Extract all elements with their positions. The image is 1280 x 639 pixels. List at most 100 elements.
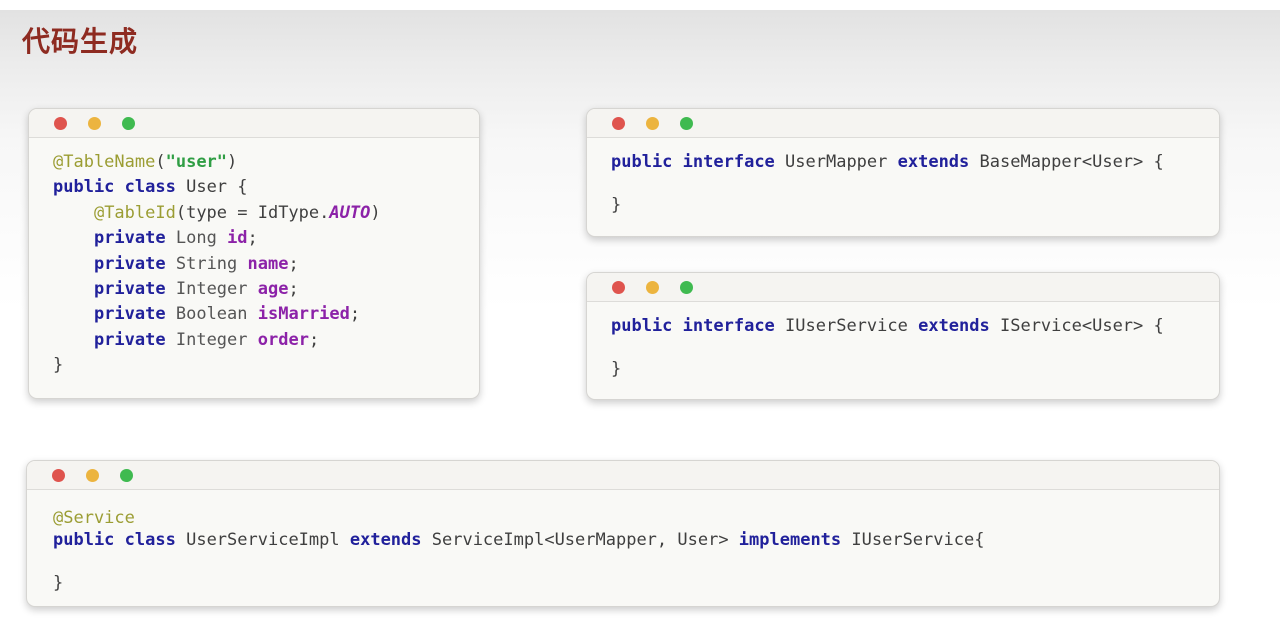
code-line: }: [53, 573, 1193, 595]
code-token: @TableId: [93, 202, 176, 223]
code-token: }: [611, 359, 622, 379]
code-token: public: [611, 152, 673, 172]
window-titlebar: [29, 109, 479, 138]
minimize-button[interactable]: [86, 468, 99, 482]
code-token: [166, 279, 176, 299]
code-line: [611, 174, 1195, 196]
code-token: ): [227, 152, 238, 172]
window-titlebar: [587, 109, 1219, 138]
window-titlebar: [587, 273, 1219, 302]
window-titlebar: [27, 461, 1219, 490]
code-token: private: [93, 304, 166, 325]
code-line: }: [611, 195, 1195, 217]
code-token: [114, 530, 124, 550]
code-line: [611, 338, 1195, 360]
code-token: (: [155, 152, 166, 172]
minimize-button[interactable]: [646, 280, 659, 294]
code-token: isMarried: [257, 304, 350, 325]
zoom-button[interactable]: [680, 280, 693, 294]
mapper-interface-window: public interface UserMapper extends Base…: [586, 108, 1220, 237]
close-button[interactable]: [52, 468, 65, 482]
code-token: ServiceImpl<UserMapper, User>: [421, 529, 739, 550]
code-token: ;: [349, 304, 361, 325]
zoom-button[interactable]: [120, 468, 133, 482]
code-line: @Service: [53, 508, 1193, 530]
code-token: [53, 254, 94, 274]
code-token: private: [93, 228, 166, 249]
code-token: [672, 152, 682, 172]
code-token: private: [93, 279, 166, 300]
code-token: class: [124, 529, 176, 550]
code-editor-entity: @TableName("user")public class User { @T…: [29, 138, 479, 391]
code-token: id: [227, 228, 248, 249]
code-token: class: [124, 177, 176, 198]
code-token: interface: [682, 152, 775, 172]
close-button[interactable]: [54, 116, 67, 130]
code-editor-service-interface: public interface IUserService extends IS…: [587, 302, 1219, 395]
code-token: UserMapper: [774, 152, 898, 172]
code-token: [237, 254, 247, 274]
code-token: Long: [175, 228, 217, 249]
code-token: Boolean: [175, 304, 248, 325]
service-interface-window: public interface IUserService extends IS…: [586, 272, 1220, 400]
code-token: @TableName: [53, 152, 156, 172]
code-token: [53, 304, 94, 324]
code-line: private String name;: [53, 252, 455, 277]
code-token: private: [93, 253, 166, 274]
close-button[interactable]: [612, 116, 625, 130]
code-line: public interface IUserService extends IS…: [611, 316, 1195, 338]
code-token: UserServiceImpl: [175, 529, 350, 550]
code-token: [166, 330, 176, 350]
code-token: }: [53, 572, 64, 593]
code-token: [53, 228, 94, 248]
code-token: [217, 228, 227, 248]
code-line: private Integer order;: [53, 328, 455, 353]
code-line: private Boolean isMarried;: [53, 302, 455, 327]
code-token: ;: [308, 329, 320, 350]
code-token: public: [53, 177, 115, 198]
code-line: public class User {: [53, 175, 455, 200]
code-token: extends: [349, 529, 422, 550]
code-token: IService<User> {: [989, 316, 1164, 336]
code-token: ;: [288, 253, 299, 274]
code-token: [53, 203, 94, 223]
code-token: [248, 304, 258, 324]
code-token: extends: [897, 152, 970, 172]
code-line: private Long id;: [53, 226, 455, 251]
code-editor-mapper: public interface UserMapper extends Base…: [587, 138, 1219, 231]
entity-class-window: @TableName("user")public class User { @T…: [28, 108, 480, 399]
page-title: 代码生成: [22, 26, 139, 57]
code-token: name: [247, 253, 289, 274]
minimize-button[interactable]: [88, 116, 101, 130]
code-token: Integer: [175, 279, 248, 300]
minimize-button[interactable]: [646, 116, 659, 130]
code-token: IUserService{: [841, 529, 985, 550]
code-line: public interface UserMapper extends Base…: [611, 152, 1195, 174]
code-token: ;: [288, 279, 299, 300]
close-button[interactable]: [612, 280, 625, 294]
code-line: }: [53, 353, 455, 378]
code-token: Integer: [175, 329, 248, 350]
code-token: String: [175, 253, 238, 274]
code-token: age: [257, 279, 289, 300]
code-token: implements: [738, 529, 842, 550]
zoom-button[interactable]: [680, 116, 693, 130]
code-token: [248, 330, 258, 350]
code-token: IUserService: [774, 316, 919, 336]
code-line: }: [611, 359, 1195, 381]
code-token: interface: [682, 316, 775, 336]
code-token: }: [611, 195, 622, 215]
zoom-button[interactable]: [122, 116, 135, 130]
code-token: "user": [165, 152, 228, 172]
code-token: User {: [175, 177, 248, 198]
code-line: @TableName("user"): [53, 150, 455, 175]
code-token: [53, 330, 94, 350]
code-token: ): [370, 202, 381, 223]
code-token: extends: [918, 316, 990, 336]
code-token: order: [257, 329, 309, 350]
code-token: [672, 316, 682, 336]
code-line: public class UserServiceImpl extends Ser…: [53, 530, 1193, 552]
code-token: [114, 177, 124, 197]
